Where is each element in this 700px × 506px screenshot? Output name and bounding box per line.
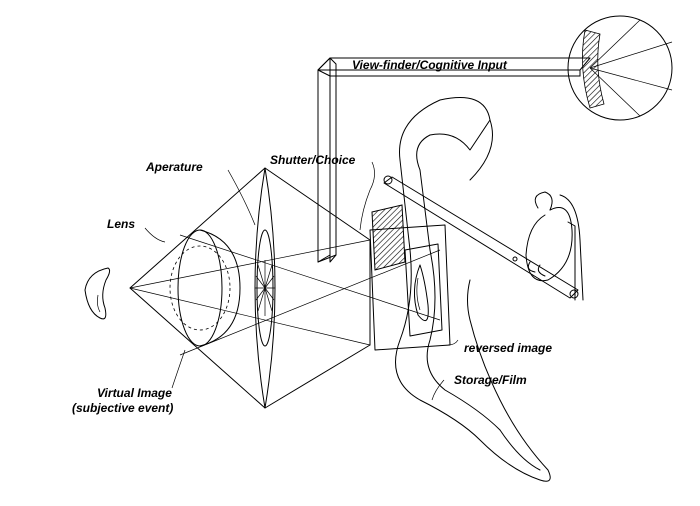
operator-figure bbox=[525, 191, 584, 301]
viewfinder-eye bbox=[567, 15, 673, 121]
label-shutter: Shutter/Choice bbox=[270, 153, 356, 167]
storage-film bbox=[395, 97, 551, 482]
aperture bbox=[254, 167, 276, 409]
virtual-image-ear bbox=[84, 267, 111, 320]
label-storage: Storage/Film bbox=[454, 373, 527, 387]
shutter-arm bbox=[383, 175, 579, 299]
label-aperature: Aperature bbox=[145, 160, 203, 174]
viewfinder-periscope bbox=[317, 57, 591, 263]
light-cone bbox=[129, 167, 441, 409]
label-virtual-image-subtitle: (subjective event) bbox=[72, 401, 173, 415]
label-lens: Lens bbox=[107, 217, 135, 231]
leader-lines bbox=[144, 161, 459, 401]
label-viewfinder: View-finder/Cognitive Input bbox=[352, 58, 508, 72]
lens bbox=[169, 229, 241, 347]
label-reversed-image: reversed image bbox=[464, 341, 552, 355]
label-virtual-image: Virtual Image bbox=[97, 386, 172, 400]
shutter bbox=[371, 204, 406, 271]
